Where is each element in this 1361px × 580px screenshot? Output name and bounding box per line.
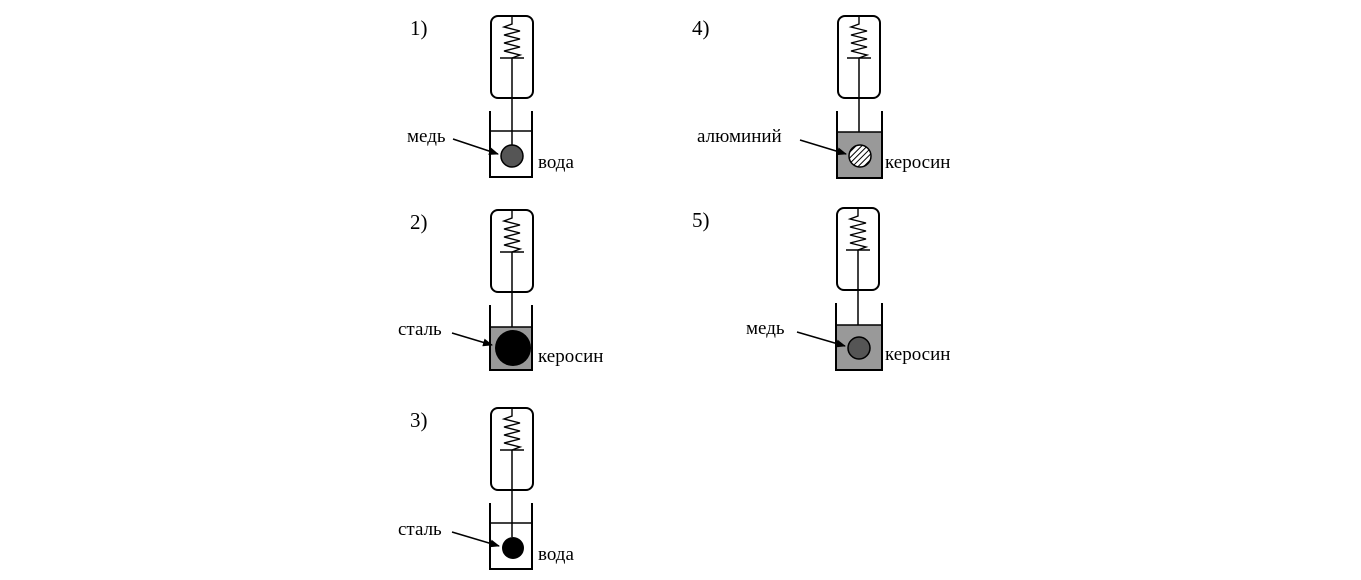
vessel [489, 111, 533, 178]
vessel [489, 503, 533, 570]
panel-3: 3) сталь вода [398, 407, 574, 570]
spring-icon [847, 208, 869, 251]
steel-ball [495, 330, 531, 366]
copper-ball [847, 336, 871, 360]
panel-2: 2) сталь керосин [398, 209, 603, 371]
panel-number: 1) [410, 16, 428, 40]
spring-icon [501, 408, 523, 451]
copper-ball [500, 144, 524, 168]
object-label: медь [746, 318, 785, 339]
liquid-label: керосин [885, 344, 950, 365]
spring-dynamometer [490, 15, 534, 145]
panel-5: 5) медь керосин [692, 207, 950, 371]
pointer-arrow [452, 138, 499, 155]
panel-number: 3) [410, 408, 428, 432]
spring-icon [501, 16, 523, 59]
object-label: сталь [398, 319, 442, 340]
panel-number: 5) [692, 208, 710, 232]
panel-4: 4) алюминий керосин [692, 15, 950, 179]
liquid-label: керосин [538, 346, 603, 367]
spring-dynamometer [490, 407, 534, 537]
liquid-label: керосин [885, 152, 950, 173]
object-label: сталь [398, 519, 442, 540]
pointer-arrow [451, 531, 500, 548]
panel-1: 1) медь вода [407, 15, 574, 178]
panel-number: 4) [692, 16, 710, 40]
spring-dynamometer [490, 209, 534, 330]
spring-icon [848, 16, 870, 59]
pointer-arrow [796, 331, 846, 348]
steel-ball [502, 537, 524, 559]
pointer-arrow [451, 332, 493, 347]
aluminium-ball [848, 144, 872, 168]
spring-dynamometer [837, 15, 881, 145]
liquid-label: вода [538, 152, 574, 173]
pointer-arrow [799, 139, 847, 156]
spring-dynamometer [836, 207, 880, 337]
liquid-label: вода [538, 544, 574, 565]
panel-number: 2) [410, 210, 428, 234]
object-label: медь [407, 126, 446, 147]
object-label: алюминий [697, 126, 782, 147]
spring-icon [501, 210, 523, 253]
